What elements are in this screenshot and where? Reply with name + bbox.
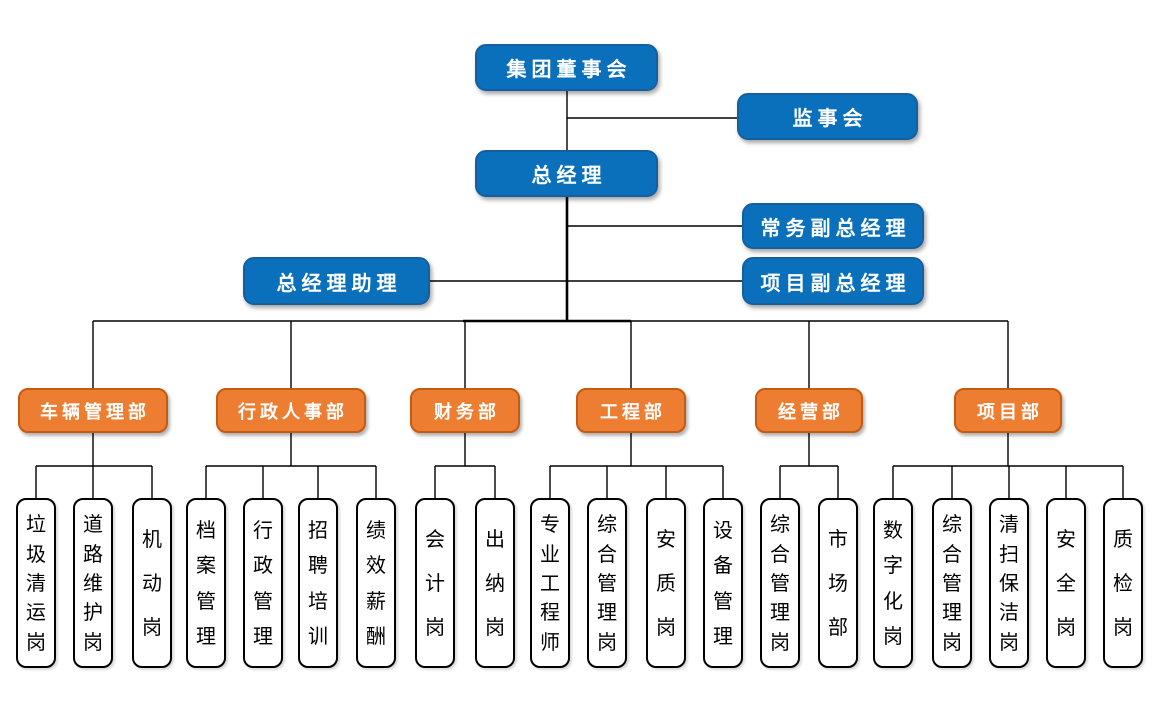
gm-assistant-node: 总经理助理 <box>243 257 430 305</box>
position-label: 设备管理 <box>713 518 733 648</box>
position-node: 综合管理岗 <box>932 498 972 668</box>
position-node: 招聘培训 <box>298 498 338 668</box>
position-node: 综合管理岗 <box>760 498 800 668</box>
position-node: 垃圾清运岗 <box>16 498 56 668</box>
position-node: 质检岗 <box>1103 498 1143 668</box>
position-label: 档案管理 <box>196 518 216 648</box>
position-label: 质检岗 <box>1113 527 1133 639</box>
position-label: 综合管理岗 <box>597 512 617 654</box>
position-label: 安全岗 <box>1056 527 1076 639</box>
position-label: 会计岗 <box>425 527 445 639</box>
dept-finance-node: 财务部 <box>410 388 520 433</box>
position-node: 出纳岗 <box>475 498 515 668</box>
position-label: 清扫保洁岗 <box>999 512 1019 654</box>
position-label: 市场部 <box>828 527 848 639</box>
dept-admin-hr-node: 行政人事部 <box>216 388 366 433</box>
position-label: 出纳岗 <box>485 527 505 639</box>
position-label: 数字化岗 <box>883 518 903 648</box>
position-node: 市场部 <box>818 498 858 668</box>
position-node: 道路维护岗 <box>73 498 113 668</box>
position-node: 专业工程师 <box>530 498 570 668</box>
dept-operations-node: 经营部 <box>755 388 863 433</box>
position-label: 专业工程师 <box>540 512 560 654</box>
position-label: 道路维护岗 <box>83 512 103 654</box>
position-node: 绩效薪酬 <box>356 498 396 668</box>
position-node: 数字化岗 <box>873 498 913 668</box>
position-label: 绩效薪酬 <box>366 518 386 648</box>
position-label: 综合管理岗 <box>942 512 962 654</box>
position-label: 综合管理岗 <box>770 512 790 654</box>
executive-deputy-gm-node: 常务副总经理 <box>742 203 924 249</box>
dept-project-node: 项目部 <box>954 388 1062 433</box>
position-node: 安质岗 <box>646 498 686 668</box>
position-node: 清扫保洁岗 <box>989 498 1029 668</box>
position-label: 垃圾清运岗 <box>26 512 46 654</box>
dept-vehicle-management-node: 车辆管理部 <box>18 388 168 433</box>
supervisory-board-node: 监事会 <box>737 93 918 140</box>
position-label: 安质岗 <box>656 527 676 639</box>
position-label: 招聘培训 <box>308 518 328 648</box>
position-label: 行政管理 <box>253 518 273 648</box>
position-label: 机动岗 <box>142 527 162 639</box>
project-deputy-gm-node: 项目副总经理 <box>742 257 924 305</box>
position-node: 会计岗 <box>415 498 455 668</box>
position-node: 综合管理岗 <box>587 498 627 668</box>
general-manager-node: 总经理 <box>475 150 658 197</box>
position-node: 行政管理 <box>243 498 283 668</box>
position-node: 设备管理 <box>703 498 743 668</box>
board-of-directors-node: 集团董事会 <box>475 44 658 91</box>
dept-engineering-node: 工程部 <box>576 388 686 433</box>
position-node: 安全岗 <box>1046 498 1086 668</box>
position-node: 机动岗 <box>132 498 172 668</box>
position-node: 档案管理 <box>186 498 226 668</box>
